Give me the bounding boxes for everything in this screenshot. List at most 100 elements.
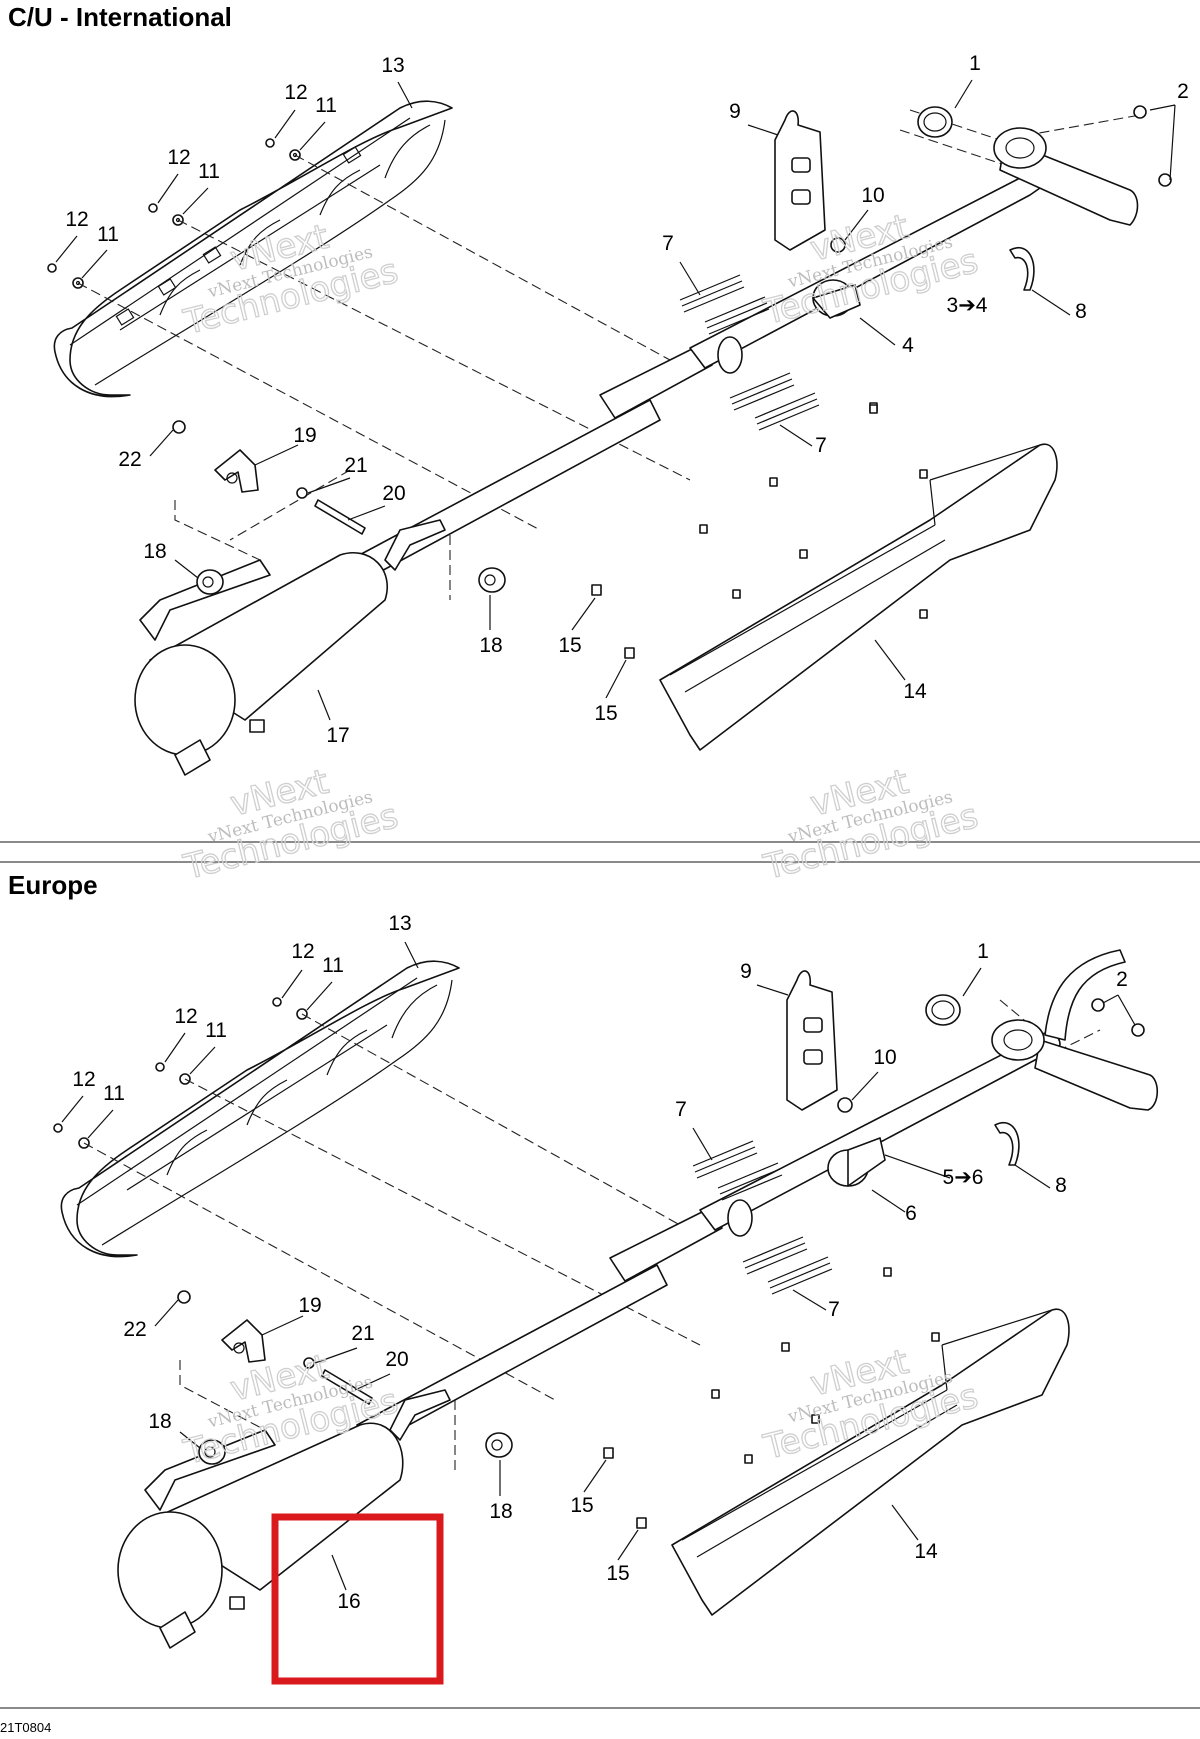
callout-c1: 1 [969,52,981,75]
callout-c21: 21 [344,454,367,477]
assembly-europe [53,941,1159,1649]
callout-c18a: 18 [143,540,166,563]
nut-10 [830,237,846,253]
callout-c18a: 18 [148,1410,171,1433]
callout-c12c: 12 [72,1068,95,1091]
callout-c2: 2 [1177,80,1189,103]
callout-c11a: 11 [315,94,337,117]
bolt-12 [47,263,84,289]
watermarks: vNext vNext Technologies Technologies vN… [179,206,983,1473]
callout-c22: 22 [118,448,141,471]
section-title-europe: Europe [8,870,98,900]
callout-c20: 20 [385,1348,408,1371]
callout-c11b: 11 [198,160,220,183]
clip-15 [603,1447,647,1529]
callout-c19: 19 [293,424,316,447]
hose-8 [994,1122,1020,1166]
callout-c11b: 11 [205,1019,227,1042]
callout-c8: 8 [1055,1174,1067,1197]
bolt-12 [53,1123,90,1149]
section-title-cu-international: C/U - International [8,2,232,32]
assembly-cu-international [47,79,1176,776]
skid-plate-14 [671,1308,1070,1616]
watermark: vNext vNext Technologies Technologies [759,761,983,888]
bolt-20 [321,1369,373,1405]
callout-c11c: 11 [103,1082,125,1105]
figure-id: 21T0804 [0,1720,52,1735]
gasket-1 [917,106,953,138]
callout-c56: 5➔6 [943,1166,984,1189]
callout-c22: 22 [123,1318,146,1341]
callout-c13: 13 [381,54,404,77]
bracket-9 [786,970,838,1111]
nut-10 [837,1097,853,1113]
callout-c10: 10 [873,1046,896,1069]
callout-c15b: 15 [606,1562,629,1585]
clip-15 [591,584,635,659]
callout-c15a: 15 [570,1494,593,1517]
highlight-box [271,1513,444,1685]
callout-c12b: 12 [174,1005,197,1028]
callout-c11c: 11 [97,223,119,246]
callout-c8: 8 [1075,300,1087,323]
bracket-19 [214,449,259,493]
callout-c2: 2 [1116,968,1128,991]
clamp-4 [812,279,861,319]
hose-8 [1009,247,1035,291]
callout-c7b: 7 [828,1298,840,1321]
grommet-18 [198,1432,513,1465]
callout-c12c: 12 [65,208,88,231]
heat-shield-13 [53,100,453,398]
watermark: vNext vNext Technologies Technologies [179,216,403,343]
bracket-19 [221,1319,266,1363]
bolt-12 [265,138,301,161]
callout-c19: 19 [298,1294,321,1317]
muffler-16 [117,1389,451,1649]
nut-2 [1091,998,1145,1037]
bolt-12 [272,997,308,1020]
callout-c9: 9 [740,960,752,983]
callout-c14: 14 [914,1540,938,1563]
callout-c10: 10 [861,184,884,207]
callout-c6: 6 [905,1202,917,1225]
callout-c18b: 18 [489,1500,512,1523]
nut-22 [177,1290,191,1304]
leader-lines [55,79,1176,721]
callout-c18b: 18 [479,634,502,657]
clips [711,1267,940,1464]
callout-c1: 1 [977,940,989,963]
nut-2 [1133,105,1172,187]
bolt-20 [314,499,366,535]
washer-21 [296,487,308,499]
bracket-9 [774,110,826,251]
callout-c17: 17 [326,724,349,747]
spring-7 [692,1140,833,1295]
callout-c13: 13 [388,912,411,935]
callout-c15a: 15 [558,634,581,657]
callout-c9: 9 [729,100,741,123]
callout-c20: 20 [382,482,405,505]
clips [699,402,928,619]
grommet-18 [196,567,506,595]
spring-7 [679,274,820,431]
callout-c14: 14 [903,680,927,703]
bolt-12 [148,203,184,226]
callout-c12b: 12 [167,146,190,169]
callout-c7a: 7 [675,1098,687,1121]
leader-lines [61,941,1136,1591]
callout-c21: 21 [351,1322,374,1345]
callout-c15b: 15 [594,702,617,725]
gasket-1 [925,994,961,1026]
watermark: vNext vNext Technologies Technologies [179,761,403,888]
skid-plate-14 [659,443,1058,751]
callout-c16: 16 [337,1590,360,1613]
callout-c11a: 11 [322,954,344,977]
clamp-6 [827,1137,886,1187]
muffler-17 [134,519,446,776]
heat-shield-13 [60,960,460,1258]
callout-c7b: 7 [815,434,827,457]
nut-22 [172,420,186,434]
